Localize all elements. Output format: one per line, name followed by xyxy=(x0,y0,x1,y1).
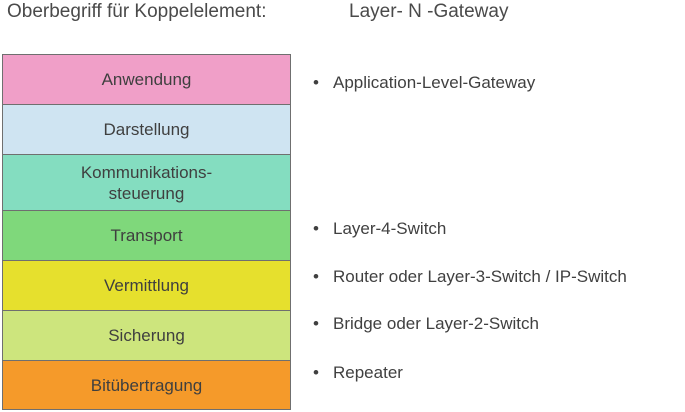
layer-bituebertragung: Bitübertragung xyxy=(2,360,291,410)
bullet-bridge-text: Bridge oder Layer-2-Switch xyxy=(333,314,539,333)
bullet-application-gateway-text: Application-Level-Gateway xyxy=(333,73,536,92)
layer-vermittlung: Vermittlung xyxy=(2,260,291,311)
layer-sicherung-label: Sicherung xyxy=(108,326,185,345)
layer-vermittlung-label: Vermittlung xyxy=(103,276,190,295)
header-generic-term-label: Oberbegriff für Koppelelement: xyxy=(7,1,267,22)
osi-layer-stack: Anwendung Darstellung Kommunikations- st… xyxy=(2,54,293,410)
bullet-dot: • xyxy=(313,314,319,333)
bullet-router-text: Router oder Layer-3-Switch / IP-Switch xyxy=(333,267,627,286)
bullet-dot: • xyxy=(313,267,319,286)
bullet-application-gateway: • Application-Level-Gateway xyxy=(313,72,535,94)
bullet-dot: • xyxy=(313,219,319,238)
bullet-bridge: • Bridge oder Layer-2-Switch xyxy=(313,313,539,335)
bullet-layer4-switch: • Layer-4-Switch xyxy=(313,218,446,240)
layer-anwendung: Anwendung xyxy=(2,54,291,105)
layer-transport: Transport xyxy=(2,210,291,261)
layer-darstellung: Darstellung xyxy=(2,104,291,155)
layer-transport-label: Transport xyxy=(110,226,183,245)
layer-bituebertragung-label: Bitübertragung xyxy=(90,375,203,395)
layer-kommunikationssteuerung-label: Kommunikations- steuerung xyxy=(80,162,213,203)
layer-darstellung-label: Darstellung xyxy=(103,120,190,139)
layer-kommunikationssteuerung: Kommunikations- steuerung xyxy=(2,154,291,211)
bullet-repeater-text: Repeater xyxy=(333,363,403,382)
bullet-router: • Router oder Layer-3-Switch / IP-Switch xyxy=(313,266,627,288)
bullet-repeater: • Repeater xyxy=(313,362,403,384)
bullet-dot: • xyxy=(313,73,319,92)
header-gateway-label: Layer- N -Gateway xyxy=(349,1,509,22)
bullet-layer4-switch-text: Layer-4-Switch xyxy=(333,219,447,238)
bullet-dot: • xyxy=(313,363,319,382)
layer-anwendung-label: Anwendung xyxy=(101,70,192,89)
layer-sicherung: Sicherung xyxy=(2,310,291,361)
